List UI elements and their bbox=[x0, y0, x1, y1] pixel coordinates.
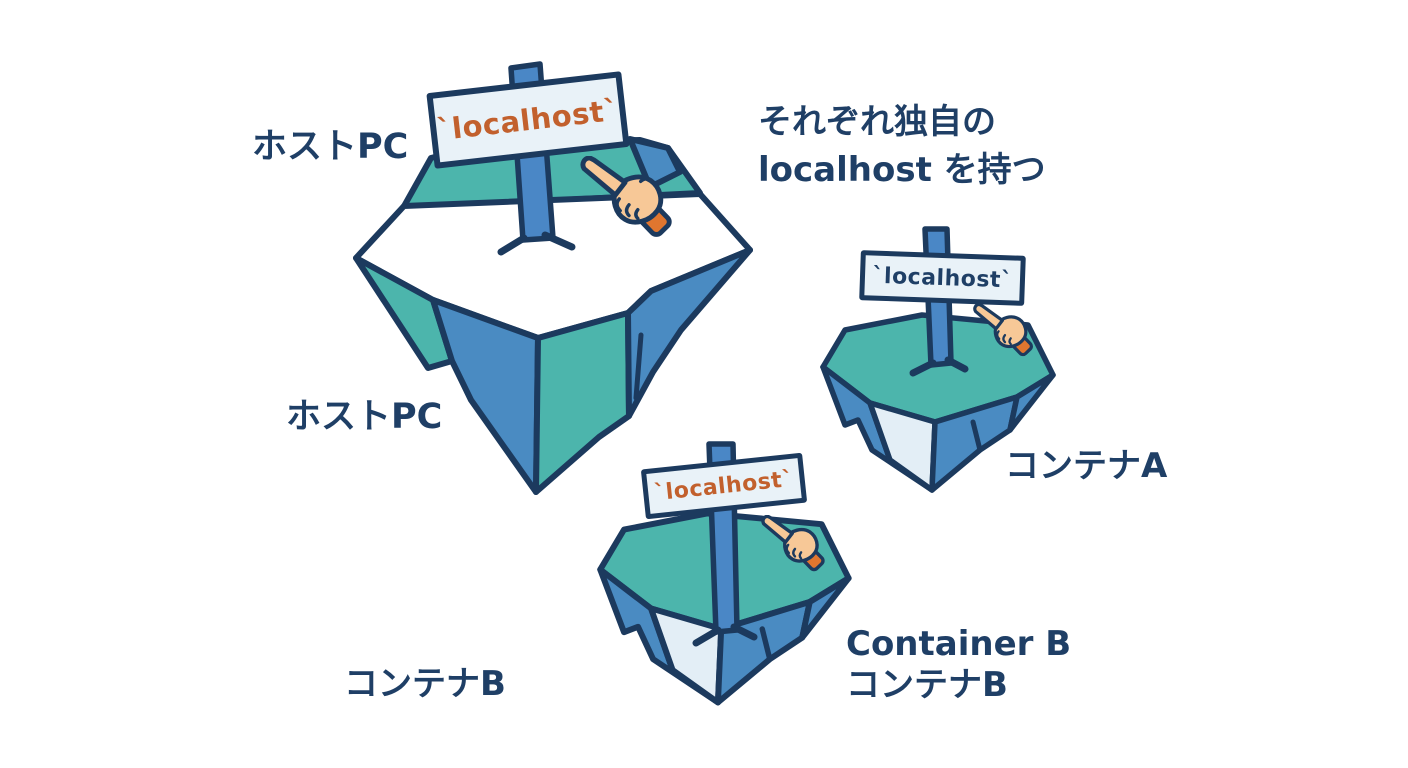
host-sign-text: `localhost` bbox=[435, 92, 621, 148]
host-island-back-blue-facet bbox=[627, 136, 683, 190]
container-a-label: コンテナA bbox=[1005, 446, 1168, 486]
annotation-line-2: localhost を持つ bbox=[758, 150, 1046, 190]
pointing-hand-icon bbox=[580, 156, 672, 237]
knuckle-line bbox=[624, 203, 631, 218]
knuckle-line bbox=[615, 197, 622, 213]
index-finger bbox=[973, 303, 1005, 331]
post-foot bbox=[497, 234, 528, 256]
knuckle-line bbox=[1008, 337, 1012, 346]
host-island-underside bbox=[353, 247, 753, 495]
knuckle-line bbox=[1002, 334, 1007, 344]
host-pc-label-bottom: ホストPC bbox=[286, 397, 443, 437]
index-finger bbox=[580, 156, 628, 198]
container-b-label-en: Container B bbox=[846, 624, 1072, 664]
container-b-sign-text: `localhost` bbox=[653, 466, 795, 506]
knuckle-line bbox=[634, 207, 640, 221]
post-foot bbox=[730, 623, 758, 641]
knuckle-line bbox=[798, 551, 803, 560]
annotation-line-1: それぞれ独自の bbox=[758, 102, 996, 142]
knuckle-line bbox=[792, 547, 797, 558]
container-a-sign-text: `localhost` bbox=[872, 263, 1013, 293]
knuckle-line bbox=[996, 330, 1001, 341]
index-finger bbox=[761, 515, 794, 544]
thumb-line bbox=[639, 176, 656, 185]
container-b-label-jp: コンテナB bbox=[846, 665, 1008, 705]
host-island bbox=[353, 61, 753, 495]
container-b-label: Container B コンテナB bbox=[846, 624, 1071, 706]
post-foot bbox=[944, 356, 969, 373]
container-b-label-left: コンテナB bbox=[344, 664, 506, 704]
rock-crack-line bbox=[633, 332, 644, 401]
post-foot bbox=[541, 231, 576, 251]
underside-facet bbox=[625, 247, 753, 419]
underside-facet bbox=[533, 310, 632, 495]
post-foot bbox=[692, 626, 722, 647]
knuckle-line bbox=[785, 543, 791, 555]
pointing-hand-icon bbox=[761, 515, 825, 572]
host-pc-label-top: ホストPC bbox=[252, 127, 409, 167]
pointing-hand-icon bbox=[973, 303, 1033, 357]
container-a-localhost-sign: `localhost` bbox=[859, 250, 1026, 306]
underside-facet bbox=[430, 297, 541, 495]
annotation-text: それぞれ独自の localhost を持つ bbox=[758, 98, 1046, 194]
post-foot bbox=[909, 359, 937, 377]
